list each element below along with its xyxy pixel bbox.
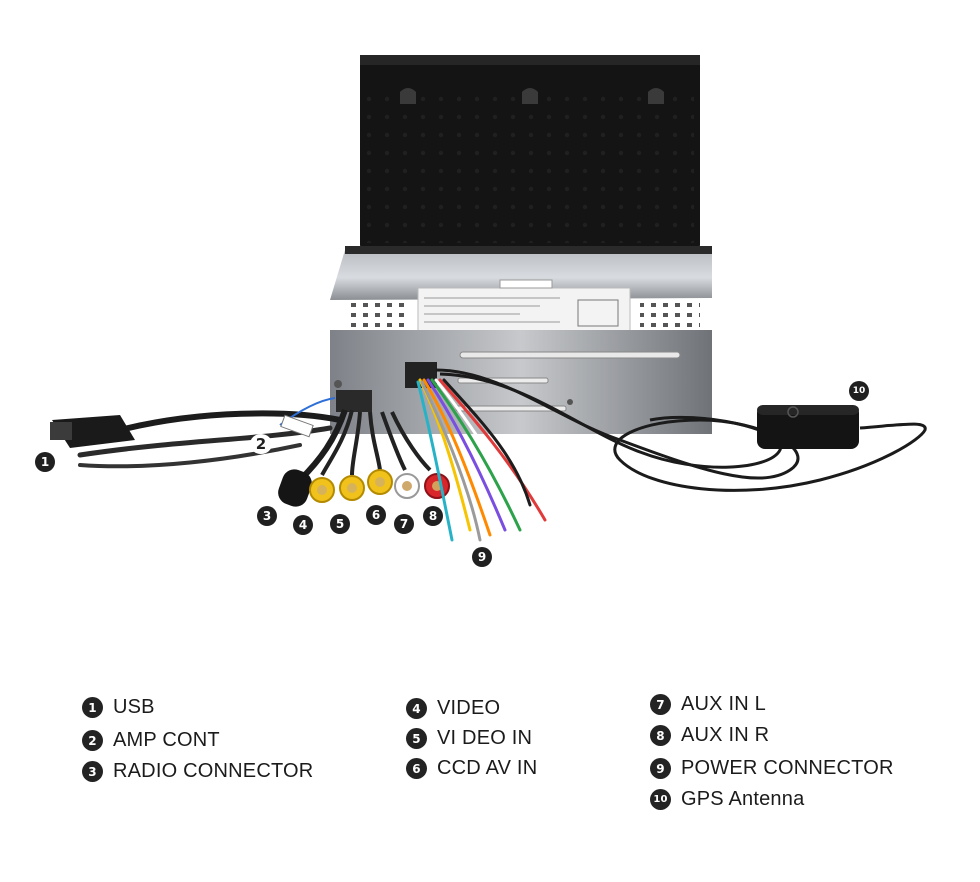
legend-number: 1 [82, 697, 103, 718]
usb-cable [50, 410, 343, 469]
legend-item-radio-connector: 3 RADIO CONNECTOR [82, 760, 313, 783]
legend-label: AMP CONT [113, 729, 220, 751]
callout-3: 3 [257, 506, 277, 526]
callout-8: 8 [423, 506, 443, 526]
legend-label: AUX IN R [681, 724, 770, 746]
legend-item-video: 4 VIDEO [406, 697, 500, 720]
rca-plugs [309, 469, 450, 503]
callout-5: 5 [330, 514, 350, 534]
legend-number: 7 [650, 694, 671, 715]
legend-label: AUX IN L [681, 693, 766, 715]
legend-item-gps-antenna: 10 GPS Antenna [650, 788, 804, 811]
legend-item-amp-cont: 2 AMP CONT [82, 729, 220, 752]
callout-10: 10 [849, 381, 869, 401]
legend-item-video-in: 5 VI DEO IN [406, 727, 532, 750]
callout-4: 4 [293, 515, 313, 535]
callout-9: 9 [472, 547, 492, 567]
legend-label: VI DEO IN [437, 727, 533, 749]
car-stereo-photo [50, 55, 927, 542]
legend-label: GPS Antenna [681, 788, 805, 810]
legend-number: 4 [406, 698, 427, 719]
legend-number: 9 [650, 758, 671, 779]
legend-item-aux-in-l: 7 AUX IN L [650, 693, 766, 716]
chassis [330, 246, 712, 434]
legend-label: CCD AV IN [437, 757, 538, 779]
legend-item-usb: 1 USB [82, 696, 155, 719]
legend-label: RADIO CONNECTOR [113, 760, 314, 782]
callout-2: 2 [250, 434, 272, 454]
rca-connectors [320, 409, 432, 476]
legend-label: VIDEO [437, 697, 501, 719]
legend-label: POWER CONNECTOR [681, 757, 894, 779]
gps-cable [435, 368, 927, 492]
legend-number: 6 [406, 758, 427, 779]
legend-item-power-connector: 9 POWER CONNECTOR [650, 757, 894, 780]
callout-6: 6 [366, 505, 386, 525]
callout-7: 7 [394, 514, 414, 534]
gps-antenna [757, 405, 859, 449]
legend-number: 5 [406, 728, 427, 749]
legend-number: 2 [82, 730, 103, 751]
radio-connector [278, 409, 348, 507]
legend-number: 3 [82, 761, 103, 782]
legend-number: 8 [650, 725, 671, 746]
legend-item-aux-in-r: 8 AUX IN R [650, 724, 769, 747]
legend-number: 10 [650, 789, 671, 810]
screen-panel [360, 55, 700, 248]
legend-label: USB [113, 696, 155, 718]
power-harness [416, 378, 547, 542]
callout-1: 1 [35, 452, 55, 472]
legend-item-ccd-av-in: 6 CCD AV IN [406, 757, 537, 780]
